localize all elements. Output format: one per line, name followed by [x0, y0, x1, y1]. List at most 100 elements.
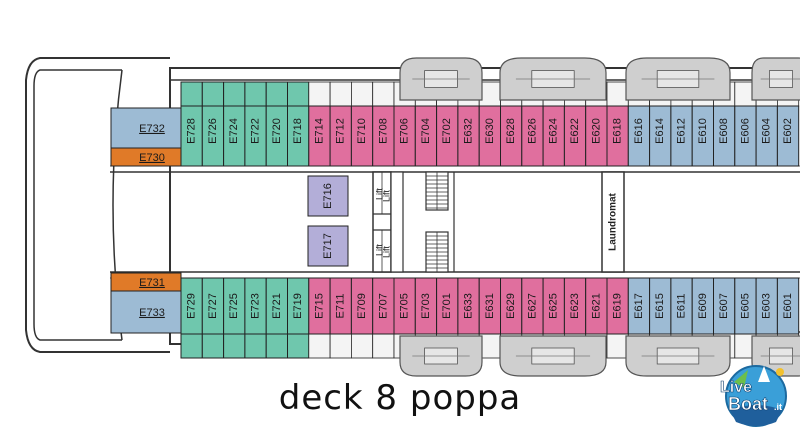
cabin-e631[interactable]: E631 — [478, 277, 502, 335]
cabin-e625[interactable]: E625 — [542, 277, 565, 335]
cabin-e614[interactable]: E614 — [649, 105, 672, 167]
cabin-label: E730 — [139, 152, 165, 164]
cabin-e724[interactable]: E724 — [223, 105, 246, 167]
cabin-label: E732 — [139, 123, 165, 135]
cabin-label: E716 — [322, 183, 334, 209]
deck-caption: deck 8 poppa — [278, 378, 522, 418]
cabin-label: E629 — [505, 293, 517, 319]
cabin-e611[interactable]: E611 — [670, 277, 693, 335]
cabin-e628[interactable]: E628 — [500, 105, 523, 167]
lifeboat — [399, 57, 483, 101]
cabin-e607[interactable]: E607 — [713, 277, 736, 335]
cabin-e709[interactable]: E709 — [350, 277, 374, 335]
cabin-e606[interactable]: E606 — [734, 105, 757, 167]
cabin-e622[interactable]: E622 — [563, 105, 587, 167]
cabin-e721[interactable]: E721 — [265, 277, 289, 335]
cabin-box — [110, 290, 182, 334]
cabin-label: E717 — [322, 233, 334, 259]
cabin-e603[interactable]: E603 — [755, 277, 778, 335]
cabin-label: E611 — [675, 294, 687, 319]
cabin-e610[interactable]: E610 — [691, 105, 715, 167]
cabin-e725[interactable]: E725 — [223, 277, 246, 335]
cabin-e720[interactable]: E720 — [265, 105, 289, 167]
cabin-e712[interactable]: E712 — [329, 105, 352, 167]
cabin-e627[interactable]: E627 — [521, 277, 544, 335]
cabin-e729[interactable]: E729 — [180, 277, 203, 335]
cabin-e626[interactable]: E626 — [521, 105, 544, 167]
cabin-e715[interactable]: E715 — [308, 277, 331, 335]
cabin-label: E609 — [697, 293, 709, 319]
cabin-e602[interactable]: E602 — [776, 105, 800, 167]
cabin-e629[interactable]: E629 — [500, 277, 523, 335]
cabin-label: E622 — [569, 118, 581, 144]
lifeboat — [399, 335, 483, 377]
cabin-annex — [201, 333, 225, 359]
cabin-e609[interactable]: E609 — [691, 277, 715, 335]
cabin-label: E631 — [484, 293, 496, 319]
cabin-e717[interactable]: E717 — [307, 225, 349, 267]
cabin-label: E623 — [569, 293, 581, 319]
cabin-label: E614 — [654, 118, 666, 144]
cabin-e612[interactable]: E612 — [670, 105, 693, 167]
cabin-label: E619 — [612, 293, 624, 319]
cabin-e731[interactable]: E731 — [110, 272, 182, 292]
cabin-e617[interactable]: E617 — [627, 277, 651, 335]
balcony — [329, 81, 352, 107]
cabin-e732[interactable]: E732 — [110, 107, 182, 149]
cabin-e608[interactable]: E608 — [713, 105, 736, 167]
cabin-e601[interactable]: E601 — [776, 277, 800, 335]
balcony — [308, 81, 331, 107]
cabin-label: E602 — [782, 118, 794, 144]
cabin-e719[interactable]: E719 — [287, 277, 310, 335]
cabin-e630[interactable]: E630 — [478, 105, 502, 167]
cabin-e616[interactable]: E616 — [627, 105, 651, 167]
lifeboat — [625, 57, 731, 101]
balcony — [350, 81, 374, 107]
cabin-e619[interactable]: E619 — [606, 277, 629, 335]
cabin-e726[interactable]: E726 — [201, 105, 225, 167]
cabin-e730[interactable]: E730 — [110, 147, 182, 167]
cabin-e716[interactable]: E716 — [307, 175, 349, 217]
cabin-e708[interactable]: E708 — [372, 105, 395, 167]
cabin-e605[interactable]: E605 — [734, 277, 757, 335]
cabin-label: E703 — [420, 293, 432, 319]
cabin-annex — [180, 81, 203, 107]
cabin-label: E604 — [761, 118, 773, 144]
cabin-e710[interactable]: E710 — [350, 105, 374, 167]
cabin-e722[interactable]: E722 — [244, 105, 267, 167]
cabin-e615[interactable]: E615 — [649, 277, 672, 335]
cabin-e702[interactable]: E702 — [436, 105, 459, 167]
cabin-e733[interactable]: E733 — [110, 290, 182, 334]
cabin-e633[interactable]: E633 — [457, 277, 480, 335]
cabin-label: E722 — [249, 118, 261, 144]
cabin-e704[interactable]: E704 — [414, 105, 438, 167]
cabin-e706[interactable]: E706 — [393, 105, 416, 167]
cabin-e701[interactable]: E701 — [436, 277, 459, 335]
cabin-label: E705 — [399, 293, 411, 319]
cabin-e723[interactable]: E723 — [244, 277, 267, 335]
cabin-e705[interactable]: E705 — [393, 277, 416, 335]
cabin-e711[interactable]: E711 — [329, 277, 352, 335]
cabin-label: E625 — [548, 293, 560, 319]
cabin-e621[interactable]: E621 — [585, 277, 608, 335]
cabin-e707[interactable]: E707 — [372, 277, 395, 335]
cabin-box — [776, 105, 800, 167]
cabin-e624[interactable]: E624 — [542, 105, 565, 167]
cabin-e620[interactable]: E620 — [585, 105, 608, 167]
cabin-label: E601 — [782, 293, 794, 319]
cabin-e618[interactable]: E618 — [606, 105, 629, 167]
cabin-label: E723 — [249, 293, 261, 319]
cabin-label: E715 — [313, 293, 325, 319]
cabin-e703[interactable]: E703 — [414, 277, 438, 335]
cabin-e623[interactable]: E623 — [563, 277, 587, 335]
laundromat-label: Laundromat — [608, 192, 619, 250]
cabin-e727[interactable]: E727 — [201, 277, 225, 335]
cabin-e604[interactable]: E604 — [755, 105, 778, 167]
cabin-e718[interactable]: E718 — [287, 105, 310, 167]
cabin-box — [776, 277, 800, 335]
cabin-label: E721 — [271, 293, 283, 319]
balcony — [606, 81, 629, 107]
cabin-e728[interactable]: E728 — [180, 105, 203, 167]
cabin-e714[interactable]: E714 — [308, 105, 331, 167]
cabin-e632[interactable]: E632 — [457, 105, 480, 167]
